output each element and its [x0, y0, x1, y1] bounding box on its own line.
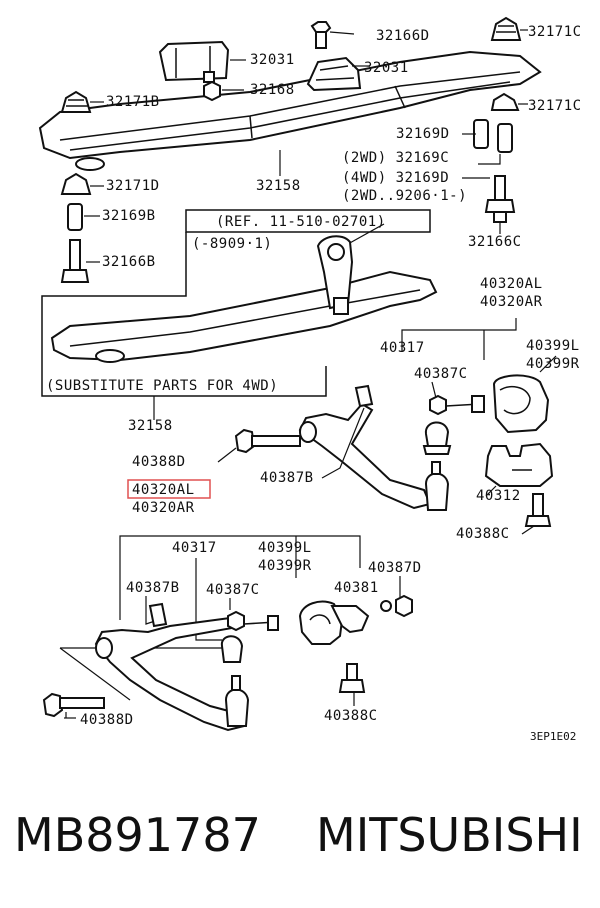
label-32031-center: 32031 [364, 60, 409, 76]
label-32168: 32168 [250, 82, 295, 98]
substitute-box [41, 209, 438, 420]
label-40320AR-upper: 40320AR [480, 294, 543, 310]
substitute-note: (SUBSTITUTE PARTS FOR 4WD) [46, 378, 278, 394]
label-40399R-upper: 40399R [526, 356, 580, 372]
label-40399L-lower: 40399L [258, 540, 312, 556]
label-2wd-date: (2WD..9206·1-) [342, 188, 467, 204]
callout-labels: 32166D 32171C 32031 32031 32168 32171B 3… [46, 24, 582, 743]
label-32171C-top: 32171C [528, 24, 582, 40]
collars-32169 [473, 119, 513, 153]
lower-arm-assembly-lower [42, 535, 413, 732]
label-40399R-lower: 40399R [258, 558, 312, 574]
bushing-32171B [60, 90, 92, 113]
bolt-32166C [484, 175, 516, 223]
label-40387C-upper: 40387C [414, 366, 468, 382]
brand-name: MITSUBISHI [316, 808, 583, 862]
lower-arm-assembly-upper [217, 318, 557, 535]
bolt-32166B [60, 239, 90, 283]
diagram-code: 3EP1E02 [530, 730, 576, 743]
bolt-32166D [310, 21, 332, 49]
mount-32031-center [306, 56, 362, 92]
mount-32031-left [158, 40, 230, 83]
label-32031-left: 32031 [250, 52, 295, 68]
bushing-32171D [60, 172, 92, 195]
bushing-32171C-top [490, 16, 522, 41]
label-40320AL-upper: 40320AL [480, 276, 543, 292]
label-32166D: 32166D [376, 28, 430, 44]
footer: MB891787 MITSUBISHI [0, 800, 600, 880]
label-32171B: 32171B [106, 94, 160, 110]
label-32166C: 32166C [468, 234, 522, 250]
exploded-view-svg: 32166D 32171C 32031 32031 32168 32171B 3… [38, 16, 582, 743]
label-40320AL-lower: 40320AL [132, 482, 195, 498]
label-40381: 40381 [334, 580, 379, 596]
label-32169B: 32169B [102, 208, 156, 224]
collar-32169B [67, 203, 83, 231]
label-32166B: 32166B [102, 254, 156, 270]
label-40388C-lower: 40388C [324, 708, 378, 724]
label-40387B-lower: 40387B [126, 580, 180, 596]
label-32169D: 32169D [396, 126, 450, 142]
label-32171D: 32171D [106, 178, 160, 194]
label-40388D-upper: 40388D [132, 454, 186, 470]
label-40387B-upper: 40387B [260, 470, 314, 486]
label-32158-sub: 32158 [128, 418, 173, 434]
ref-date: (-8909·1) [192, 236, 272, 252]
label-32169D-4wd: (4WD) 32169D [342, 170, 449, 186]
leaders-top [84, 29, 528, 263]
label-40388D-lower: 40388D [80, 712, 134, 728]
ref-note: (REF. 11-510-02701) [216, 214, 386, 230]
label-40317-lower: 40317 [172, 540, 217, 556]
highlight-box [127, 479, 211, 499]
bushing-32171C-mid [490, 92, 520, 111]
label-40399L-upper: 40399L [526, 338, 580, 354]
label-32169C-2wd: (2WD) 32169C [342, 150, 449, 166]
label-40312: 40312 [476, 488, 521, 504]
part-number: MB891787 [14, 808, 261, 862]
label-40320AR-lower: 40320AR [132, 500, 195, 516]
label-32171C-mid: 32171C [528, 98, 582, 114]
label-40317-upper: 40317 [380, 340, 425, 356]
nut-32168 [203, 80, 221, 102]
crossmember-upper [38, 50, 542, 171]
label-32158-top: 32158 [256, 178, 301, 194]
label-40388C-upper: 40388C [456, 526, 510, 542]
label-40387D: 40387D [368, 560, 422, 576]
label-40387C-lower: 40387C [206, 582, 260, 598]
